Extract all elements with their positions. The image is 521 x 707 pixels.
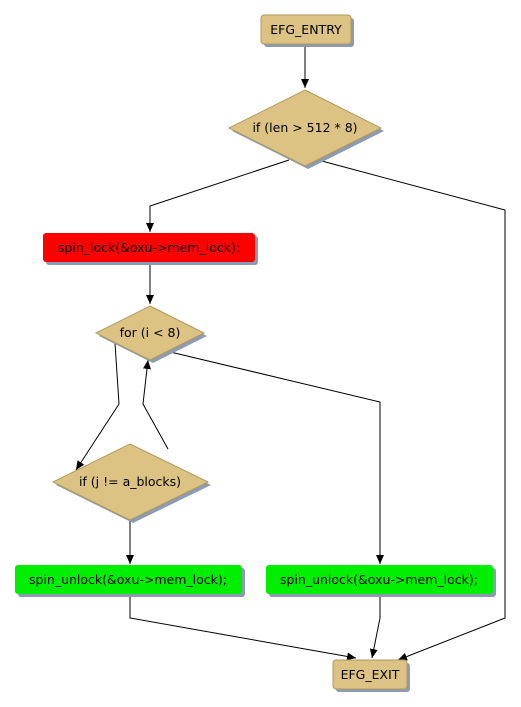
loop-for-node: for (i < 8)	[94, 305, 207, 363]
loop-for-label: for (i < 8)	[120, 325, 181, 340]
edges	[75, 46, 506, 661]
edge-for-to-unlock-right	[161, 349, 384, 564]
entry-node: EFG_ENTRY	[260, 14, 354, 47]
spin-lock-label: spin_lock(&oxu->mem_lock);	[58, 240, 240, 255]
exit-label: EFG_EXIT	[341, 667, 400, 682]
cond-j-label: if (j != a_blocks)	[79, 474, 181, 489]
exit-node: EFG_EXIT	[332, 659, 410, 692]
edge-for-to-cond-j	[75, 342, 120, 471]
edge-unlock-left-to-exit	[129, 596, 357, 661]
edge-cond-j-back-to-for	[142, 359, 169, 450]
cond-len-node: if (len > 512 * 8)	[227, 89, 384, 169]
unlock-right-label: spin_unlock(&oxu->mem_lock);	[280, 572, 478, 587]
unlock-right-node: spin_unlock(&oxu->mem_lock);	[266, 565, 496, 597]
unlock-left-node: spin_unlock(&oxu->mem_lock);	[15, 565, 245, 597]
edge-cond-len-to-spin-lock	[146, 159, 290, 232]
entry-label: EFG_ENTRY	[270, 22, 342, 37]
cond-j-node: if (j != a_blocks)	[51, 443, 211, 523]
edge-cond-len-to-exit	[317, 159, 506, 661]
cond-len-label: if (len > 512 * 8)	[252, 120, 357, 135]
edge-unlock-right-to-exit	[369, 596, 381, 659]
spin-lock-node: spin_lock(&oxu->mem_lock);	[43, 233, 258, 265]
unlock-left-label: spin_unlock(&oxu->mem_lock);	[29, 572, 227, 587]
